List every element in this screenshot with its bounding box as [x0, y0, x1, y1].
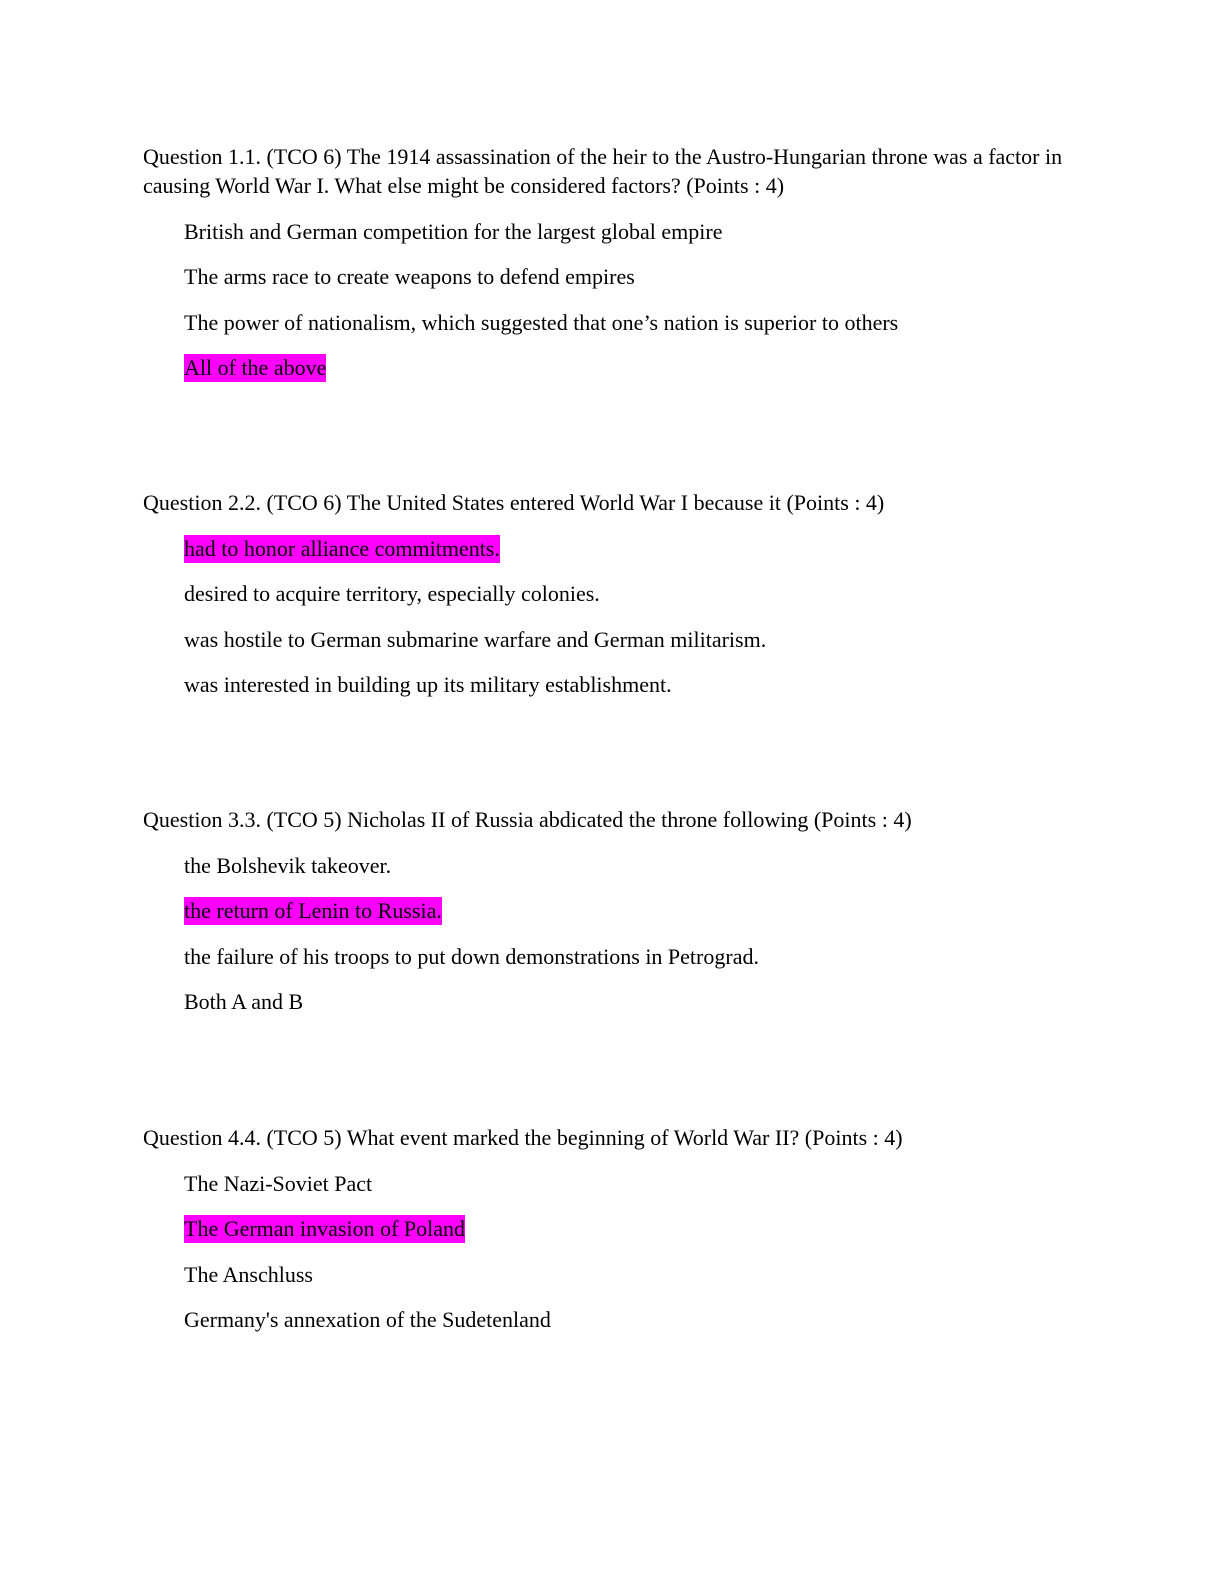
question-text: Question 1.1. (TCO 6) The 1914 assassina…: [143, 144, 1063, 198]
answer-option-text: The Anschluss: [184, 1261, 313, 1287]
answer-option: the failure of his troops to put down de…: [184, 943, 1083, 971]
answer-options: had to honor alliance commitments. desir…: [143, 534, 1083, 700]
answer-options: British and German competition for the l…: [143, 218, 1083, 382]
answer-option: Both A and B: [184, 988, 1083, 1016]
answer-option: Germany's annexation of the Sudetenland: [184, 1306, 1083, 1334]
question-text: Question 3.3. (TCO 5) Nicholas II of Rus…: [143, 807, 912, 832]
answer-option: desired to acquire territory, especially…: [184, 580, 1083, 608]
answer-option: The Anschluss: [184, 1261, 1083, 1289]
answer-option-text: was hostile to German submarine warfare …: [184, 626, 767, 652]
answer-option: the Bolshevik takeover.: [184, 852, 1083, 880]
question-2: Question 2.2. (TCO 6) The United States …: [143, 488, 1083, 699]
answer-option-selected: the return of Lenin to Russia.: [184, 897, 1083, 925]
answer-option: was interested in building up its milita…: [184, 671, 1083, 699]
answer-option-text: All of the above: [184, 354, 327, 382]
question-3: Question 3.3. (TCO 5) Nicholas II of Rus…: [143, 805, 1083, 1016]
answer-option-text: The arms race to create weapons to defen…: [184, 264, 635, 289]
answer-option-text: the Bolshevik takeover.: [184, 852, 392, 878]
answer-option: was hostile to German submarine warfare …: [184, 626, 1083, 654]
answer-option-text: The Nazi-Soviet Pact: [184, 1170, 373, 1196]
answer-option-text: Both A and B: [184, 989, 304, 1014]
answer-option-text: desired to acquire territory, especially…: [184, 581, 600, 606]
answer-option-selected: had to honor alliance commitments.: [184, 534, 1083, 563]
answer-option-text: had to honor alliance commitments.: [184, 534, 500, 563]
answer-option-text: the failure of his troops to put down de…: [184, 943, 759, 969]
answer-option-selected: All of the above: [184, 354, 1083, 382]
question-text: Question 4.4. (TCO 5) What event marked …: [143, 1125, 903, 1150]
answer-option: The Nazi-Soviet Pact: [184, 1170, 1083, 1198]
answer-option: The arms race to create weapons to defen…: [184, 263, 1083, 291]
answer-option-text: The power of nationalism, which suggeste…: [184, 309, 899, 335]
answer-option-selected: The German invasion of Poland: [184, 1215, 1083, 1243]
answer-option-text: was interested in building up its milita…: [184, 672, 672, 697]
answer-options: the Bolshevik takeover. the return of Le…: [143, 852, 1083, 1017]
answer-option-text: Germany's annexation of the Sudetenland: [184, 1307, 551, 1332]
question-text: Question 2.2. (TCO 6) The United States …: [143, 490, 885, 515]
question-4: Question 4.4. (TCO 5) What event marked …: [143, 1123, 1083, 1334]
answer-option-text: the return of Lenin to Russia.: [184, 897, 442, 925]
answer-option: British and German competition for the l…: [184, 218, 1083, 246]
question-1: Question 1.1. (TCO 6) The 1914 assassina…: [143, 142, 1083, 382]
answer-options: The Nazi-Soviet Pact The German invasion…: [143, 1170, 1083, 1335]
answer-option-text: The German invasion of Poland: [184, 1215, 466, 1243]
answer-option-text: British and German competition for the l…: [184, 218, 723, 244]
answer-option: The power of nationalism, which suggeste…: [184, 309, 1083, 337]
